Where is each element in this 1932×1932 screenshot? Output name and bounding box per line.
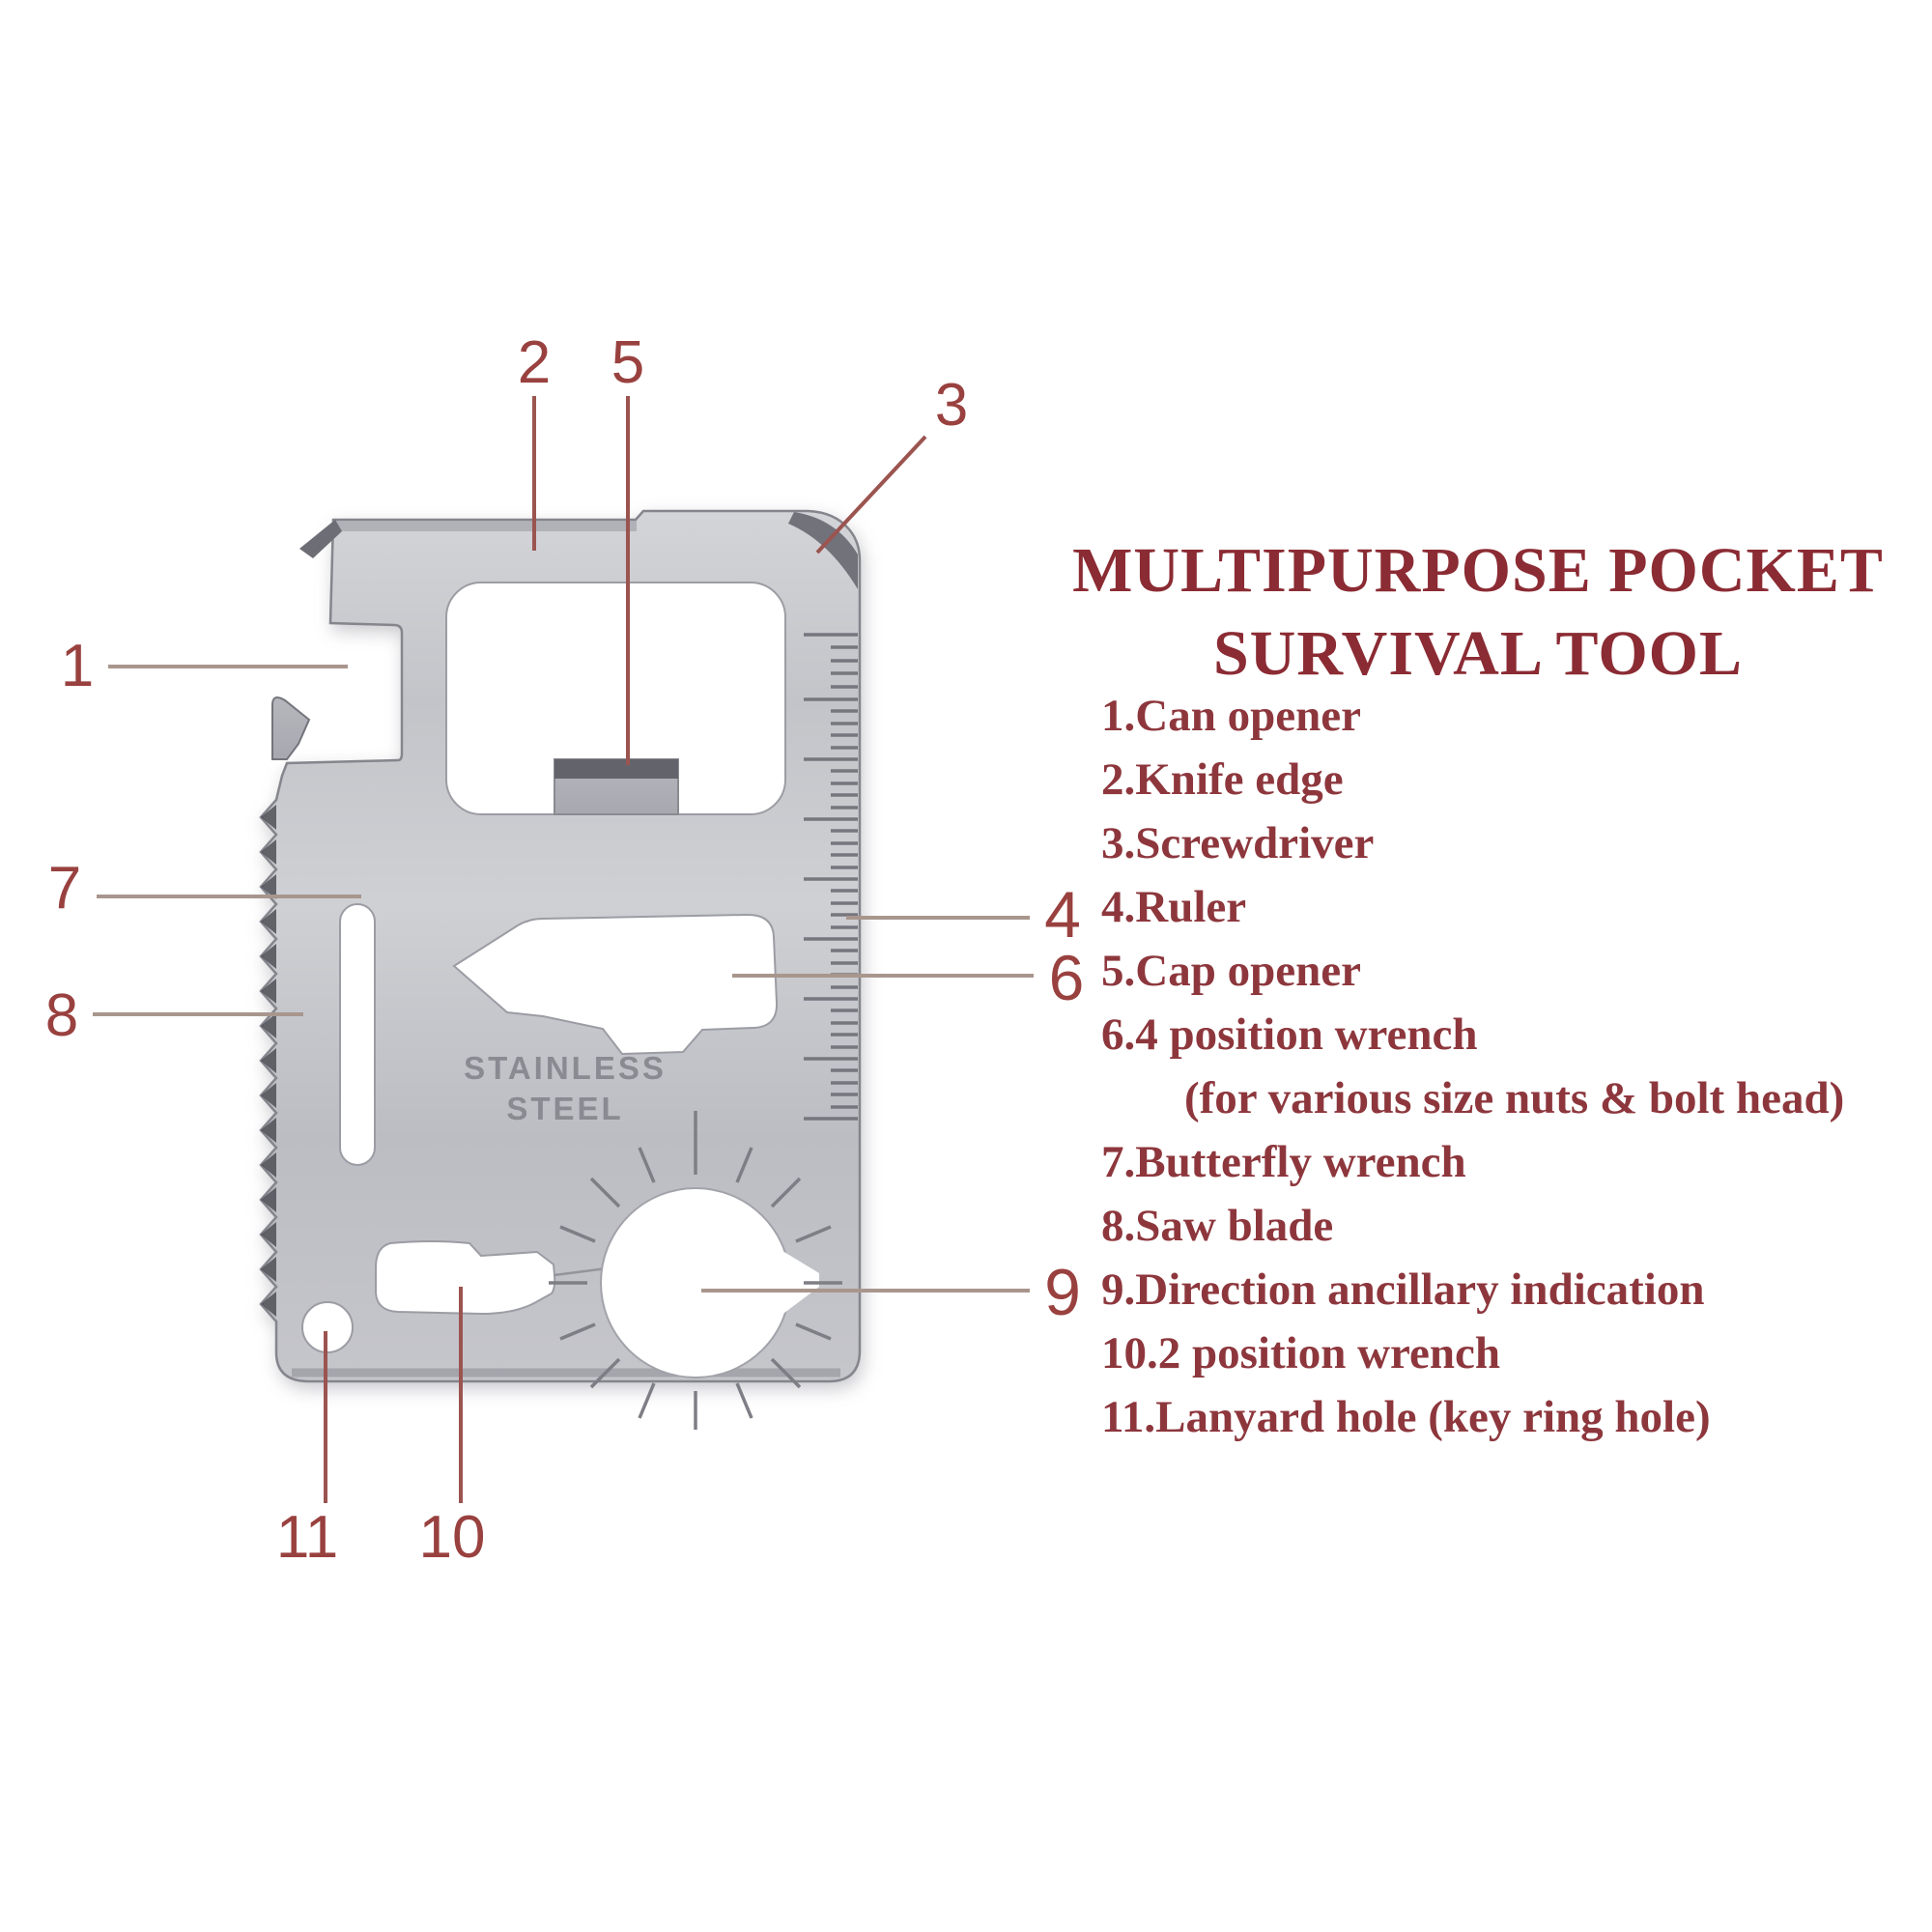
leader-lines-gray <box>93 665 1034 1293</box>
two-position-wrench-cutout <box>375 1240 556 1316</box>
saw-teeth <box>261 805 276 1317</box>
ruler-ticks <box>804 633 858 1121</box>
feature-item-6-subnote: (for various size nuts & bolt head) <box>1184 1073 1845 1123</box>
feature-item-9: 9.Direction ancillary indication <box>1101 1264 1705 1315</box>
feature-item-7: 7.Butterfly wrench <box>1101 1137 1466 1187</box>
title-line2: SURVIVAL TOOL <box>1212 618 1744 689</box>
cap-opener-tab-edge <box>554 759 678 779</box>
callout-number-3: 3 <box>934 372 969 439</box>
feature-item-8: 8.Saw blade <box>1101 1201 1334 1251</box>
leader-lines-red <box>324 396 927 1503</box>
feature-item-4: 4.Ruler <box>1101 882 1247 932</box>
callout-number-2: 2 <box>517 329 552 396</box>
survival-card <box>259 509 862 1430</box>
callout-number-8: 8 <box>44 982 79 1049</box>
callout-number-7: 7 <box>47 855 82 922</box>
title-line1: MULTIPURPOSE POCKET <box>1072 535 1884 606</box>
top-left-bevel <box>299 520 342 558</box>
callout-number-11: 11 <box>275 1504 339 1571</box>
engraving-line1: STAINLESS <box>464 1050 667 1086</box>
callout-number-5: 5 <box>611 329 645 396</box>
knife-edge-shading <box>335 521 637 531</box>
four-position-wrench-cutout <box>452 913 779 1056</box>
engraving-line2: STEEL <box>506 1091 624 1126</box>
callout-number-10: 10 <box>418 1504 486 1571</box>
callout-number-4: 4 <box>1044 878 1081 952</box>
feature-item-5: 5.Cap opener <box>1101 946 1361 996</box>
feature-list: 1.Can opener 2.Knife edge 3.Screwdriver … <box>1101 684 1844 1449</box>
card-engraving: STAINLESS STEEL <box>425 1048 705 1129</box>
compass-ticks <box>549 1111 842 1430</box>
can-opener-hook <box>271 696 311 760</box>
callout-number-9: 9 <box>1044 1256 1081 1329</box>
callout-number-1: 1 <box>60 633 95 699</box>
feature-item-1: 1.Can opener <box>1101 691 1361 741</box>
top-right-chamfer <box>788 512 858 589</box>
feature-item-2: 2.Knife edge <box>1101 754 1344 805</box>
compass-point <box>765 1240 819 1327</box>
compass-cutout <box>600 1187 791 1378</box>
page-title: MULTIPURPOSE POCKET SURVIVAL TOOL <box>1067 529 1889 696</box>
feature-item-6: 6.4 position wrench <box>1101 1009 1478 1060</box>
feature-item-3: 3.Screwdriver <box>1101 818 1375 868</box>
feature-item-11: 11.Lanyard hole (key ring hole) <box>1101 1392 1711 1442</box>
butterfly-wrench-slot <box>339 903 376 1166</box>
feature-item-10: 10.2 position wrench <box>1101 1328 1501 1378</box>
callout-number-6: 6 <box>1048 942 1085 1013</box>
